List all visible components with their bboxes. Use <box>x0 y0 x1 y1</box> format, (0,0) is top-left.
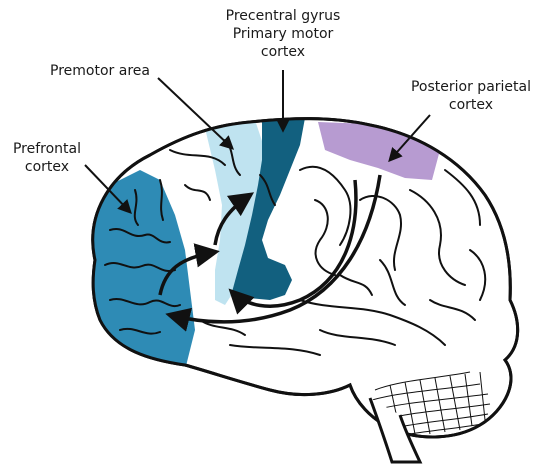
label-precentral-line2: Primary motor <box>198 25 368 43</box>
label-premotor: Premotor area <box>30 62 170 80</box>
label-precentral: Precentral gyrus Primary motor cortex <box>198 7 368 61</box>
label-posterior-parietal-line1: Posterior parietal <box>396 78 546 96</box>
label-premotor-line1: Premotor area <box>30 62 170 80</box>
label-precentral-line1: Precentral gyrus <box>198 7 368 25</box>
label-precentral-line3: cortex <box>198 43 368 61</box>
label-prefrontal: Prefrontal cortex <box>2 140 92 176</box>
label-prefrontal-line1: Prefrontal <box>2 140 92 158</box>
label-posterior-parietal-line2: cortex <box>396 96 546 114</box>
label-posterior-parietal: Posterior parietal cortex <box>396 78 546 114</box>
label-prefrontal-line2: cortex <box>2 158 92 176</box>
